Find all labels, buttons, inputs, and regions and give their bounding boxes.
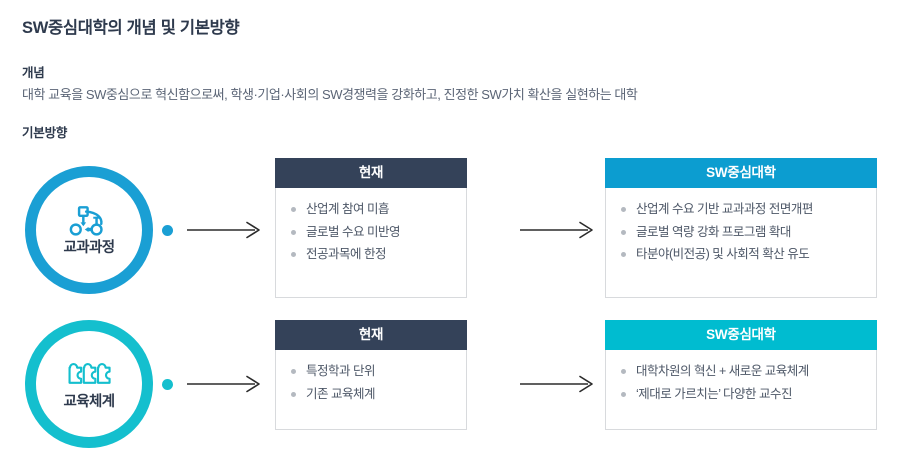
list-item: 대학차원의 혁신 + 새로운 교육체계 bbox=[620, 364, 866, 380]
diagram-row-education-system: 교육체계 현재 특정학과 단위 기존 교육체계 SW중심대학 대학차원의 혁신 … bbox=[0, 320, 901, 448]
circle-ring: 교과과정 bbox=[25, 166, 153, 294]
bullet-list-target: 대학차원의 혁신 + 새로운 교육체계 ‘제대로 가르치는’ 다양한 교수진 bbox=[620, 364, 866, 402]
list-item: 타분야(비전공) 및 사회적 확산 유도 bbox=[620, 247, 866, 263]
connector-dot bbox=[162, 379, 173, 390]
card-body-current: 산업계 참여 미흡 글로벌 수요 미반영 전공과목에 한정 bbox=[275, 188, 467, 298]
page-title: SW중심대학의 개념 및 기본방향 bbox=[22, 19, 240, 37]
list-item: 글로벌 수요 미반영 bbox=[290, 225, 456, 241]
connector-dot bbox=[162, 225, 173, 236]
puzzle-pieces-icon bbox=[66, 358, 112, 392]
list-item: ‘제대로 가르치는’ 다양한 교수진 bbox=[620, 387, 866, 403]
card-header-target: SW중심대학 bbox=[605, 158, 877, 188]
circle-ring: 교육체계 bbox=[25, 320, 153, 448]
card-body-target: 대학차원의 혁신 + 새로운 교육체계 ‘제대로 가르치는’ 다양한 교수진 bbox=[605, 350, 877, 430]
list-item: 전공과목에 한정 bbox=[290, 247, 456, 263]
card-body-target: 산업계 수요 기반 교과과정 전면개편 글로벌 역량 강화 프로그램 확대 타분… bbox=[605, 188, 877, 298]
bullet-list-target: 산업계 수요 기반 교과과정 전면개편 글로벌 역량 강화 프로그램 확대 타분… bbox=[620, 202, 866, 263]
card-current-curriculum: 현재 산업계 참여 미흡 글로벌 수요 미반영 전공과목에 한정 bbox=[275, 158, 467, 298]
circle-label: 교육체계 bbox=[63, 394, 116, 411]
bullet-list-current: 산업계 참여 미흡 글로벌 수요 미반영 전공과목에 한정 bbox=[290, 202, 456, 263]
card-current-education-system: 현재 특정학과 단위 기존 교육체계 bbox=[275, 320, 467, 430]
card-body-current: 특정학과 단위 기존 교육체계 bbox=[275, 350, 467, 430]
list-item: 특정학과 단위 bbox=[290, 364, 456, 380]
network-flow-icon bbox=[66, 204, 112, 238]
bullet-list-current: 특정학과 단위 기존 교육체계 bbox=[290, 364, 456, 402]
diagram-row-curriculum: 교과과정 현재 산업계 참여 미흡 글로벌 수요 미반영 전공과목에 한정 SW… bbox=[0, 150, 901, 298]
card-target-education-system: SW중심대학 대학차원의 혁신 + 새로운 교육체계 ‘제대로 가르치는’ 다양… bbox=[605, 320, 877, 430]
list-item: 산업계 참여 미흡 bbox=[290, 202, 456, 218]
circle-label: 교과과정 bbox=[63, 240, 116, 257]
list-item: 글로벌 역량 강화 프로그램 확대 bbox=[620, 225, 866, 241]
circle-badge-curriculum: 교과과정 bbox=[25, 166, 153, 294]
arrow-circle-to-current bbox=[185, 219, 267, 241]
card-header-current: 현재 bbox=[275, 158, 467, 188]
arrow-current-to-target bbox=[518, 373, 600, 395]
list-item: 산업계 수요 기반 교과과정 전면개편 bbox=[620, 202, 866, 218]
concept-section-label: 개념 bbox=[22, 66, 45, 80]
arrow-current-to-target bbox=[518, 219, 600, 241]
card-header-target: SW중심대학 bbox=[605, 320, 877, 350]
direction-section-label: 기본방향 bbox=[22, 126, 68, 140]
arrow-circle-to-current bbox=[185, 373, 267, 395]
circle-badge-education-system: 교육체계 bbox=[25, 320, 153, 448]
concept-description: 대학 교육을 SW중심으로 혁신함으로써, 학생·기업·사회의 SW경쟁력을 강… bbox=[22, 87, 638, 102]
card-target-curriculum: SW중심대학 산업계 수요 기반 교과과정 전면개편 글로벌 역량 강화 프로그… bbox=[605, 158, 877, 298]
list-item: 기존 교육체계 bbox=[290, 387, 456, 403]
card-header-current: 현재 bbox=[275, 320, 467, 350]
